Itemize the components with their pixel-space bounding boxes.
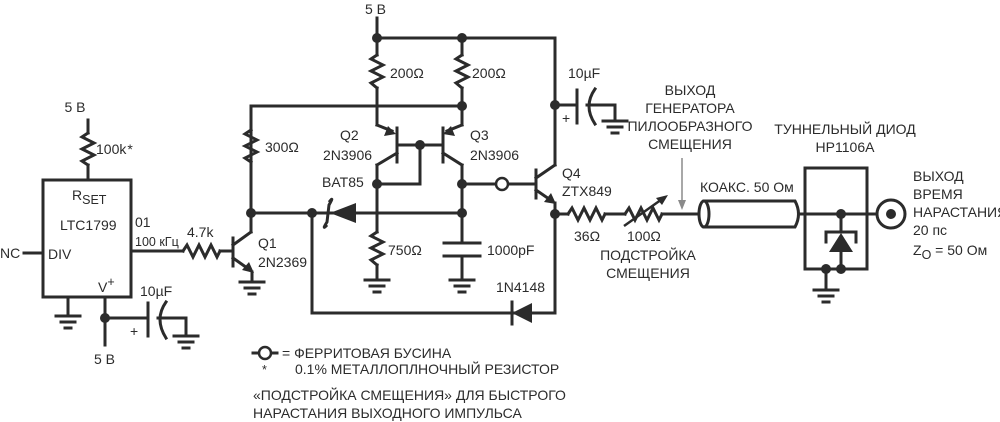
tunnel-diode-package	[803, 166, 869, 271]
ramp-out-line1: ВЫХОД	[665, 82, 716, 98]
r-base-value: 4.7k	[187, 224, 214, 240]
resistor-4-7k	[180, 241, 223, 261]
diode-bat85	[322, 197, 356, 229]
ground-icon	[54, 314, 82, 330]
bias-trim-line2: СМЕЩЕНИЯ	[606, 265, 690, 281]
output-connector-icon[interactable]	[875, 198, 907, 230]
trim-resistor-100	[622, 204, 665, 224]
q2-ref: Q2	[340, 127, 359, 143]
q4-part: ZTX849	[562, 183, 612, 199]
ground-icon	[812, 288, 840, 304]
supply-label-left: 5 В	[64, 99, 85, 115]
note-ferrite: = ФЕРРИТОВАЯ БУСИНА	[282, 345, 452, 361]
note-trim-line1: «ПОДСТРОЙКА СМЕЩЕНИЯ» ДЛЯ БЫСТРОГО	[253, 386, 566, 403]
q2-part: 2N3906	[323, 147, 372, 163]
capacitor-10uf-left	[146, 299, 169, 341]
q1-ref: Q1	[258, 235, 277, 251]
ic-name: LTC1799	[60, 217, 117, 233]
r-set-value: 100k*	[96, 141, 133, 157]
transistor-q3: Q3 2N3906	[440, 104, 519, 186]
ic-pin-div: DIV	[48, 246, 72, 262]
ltc1799-section: 5 В 100k* RSET LTC1799 DIV V+ 01 100 кГц…	[0, 99, 235, 367]
q3-ref: Q3	[470, 127, 489, 143]
output-line3: НАРАСТАНИЯ	[913, 204, 1000, 220]
nc-label: NC	[0, 245, 20, 261]
ramp-out-line4: СМЕЩЕНИЯ	[648, 136, 732, 152]
resistor-300	[241, 127, 261, 165]
ic-pin-vplus: V+	[98, 275, 115, 295]
d-1n4148-label: 1N4148	[496, 279, 545, 295]
q3-part: 2N3906	[470, 147, 519, 163]
q4-ref: Q4	[562, 165, 581, 181]
ferrite-bead-icon	[494, 176, 510, 192]
capacitor-1000pf	[442, 241, 482, 258]
supply-label-top: 5 В	[365, 1, 386, 17]
r-300-value: 300Ω	[265, 139, 299, 155]
output-impedance: ZO = 50 Ом	[913, 242, 987, 262]
tunnel-diode-title: ТУННЕЛЬНЫЙ ДИОД	[774, 120, 916, 137]
r-200a-value: 200Ω	[390, 65, 424, 81]
q1-part: 2N2369	[258, 254, 307, 270]
ic-ltc1799	[41, 178, 133, 299]
ground-icon	[172, 334, 200, 350]
resistor-200a	[367, 52, 387, 91]
c-10u-right-value: 10µF	[568, 65, 600, 81]
coax-cable	[697, 199, 800, 229]
ground-icon	[238, 280, 266, 296]
c-10u-left-value: 10µF	[140, 283, 172, 299]
transistor-q4: Q4 ZTX849	[533, 162, 612, 216]
note-star: *	[262, 363, 267, 377]
r-36-value: 36Ω	[574, 228, 600, 244]
cap-plus-left: +	[130, 323, 138, 339]
ramp-out-line2: ГЕНЕРАТОРА	[645, 100, 735, 116]
ground-icon	[448, 278, 476, 294]
ramp-out-line3: ПИЛООБРАЗНОГО	[627, 118, 752, 134]
diode-1n4148	[510, 300, 532, 326]
legend-ferrite	[251, 345, 279, 361]
ground-icon	[363, 278, 391, 294]
bias-trim-line1: ПОДСТРОЙКА	[600, 246, 696, 263]
tunnel-diode-icon	[824, 230, 858, 252]
ic-frequency: 100 кГц	[135, 235, 179, 249]
output-line2: ВРЕМЯ	[913, 186, 963, 202]
output-line1: ВЫХОД	[913, 168, 964, 184]
transistor-q1: Q1 2N2369	[230, 211, 307, 296]
resistor-36	[565, 204, 608, 224]
resistor-100k	[78, 130, 98, 168]
note-trim-line2: НАРАСТАНИЯ ВЫХОДНОГО ИМПУЛЬСА	[253, 405, 522, 421]
resistor-750	[367, 229, 387, 268]
r-200b-value: 200Ω	[472, 65, 506, 81]
resistor-200b	[452, 52, 472, 91]
note-metal-film: 0.1% МЕТАЛЛОПЛНОЧНЫЙ РЕЗИСТОР	[295, 360, 559, 377]
ic-pin-out: 01	[135, 214, 151, 230]
cap-plus-right: +	[562, 110, 570, 126]
d-bat85-label: BAT85	[322, 174, 364, 190]
r-750-value: 750Ω	[388, 242, 422, 258]
ic-rset-label: RSET	[72, 187, 107, 207]
coax-label: КОАКС. 50 Ом	[700, 179, 794, 195]
ground-icon	[601, 119, 629, 135]
tunnel-diode-part: HP1106A	[816, 139, 876, 155]
r-100-value: 100Ω	[627, 228, 661, 244]
output-line4: 20 пс	[913, 222, 947, 238]
supply-label-bottom: 5 В	[94, 351, 115, 367]
c-1000p-value: 1000pF	[487, 242, 534, 258]
